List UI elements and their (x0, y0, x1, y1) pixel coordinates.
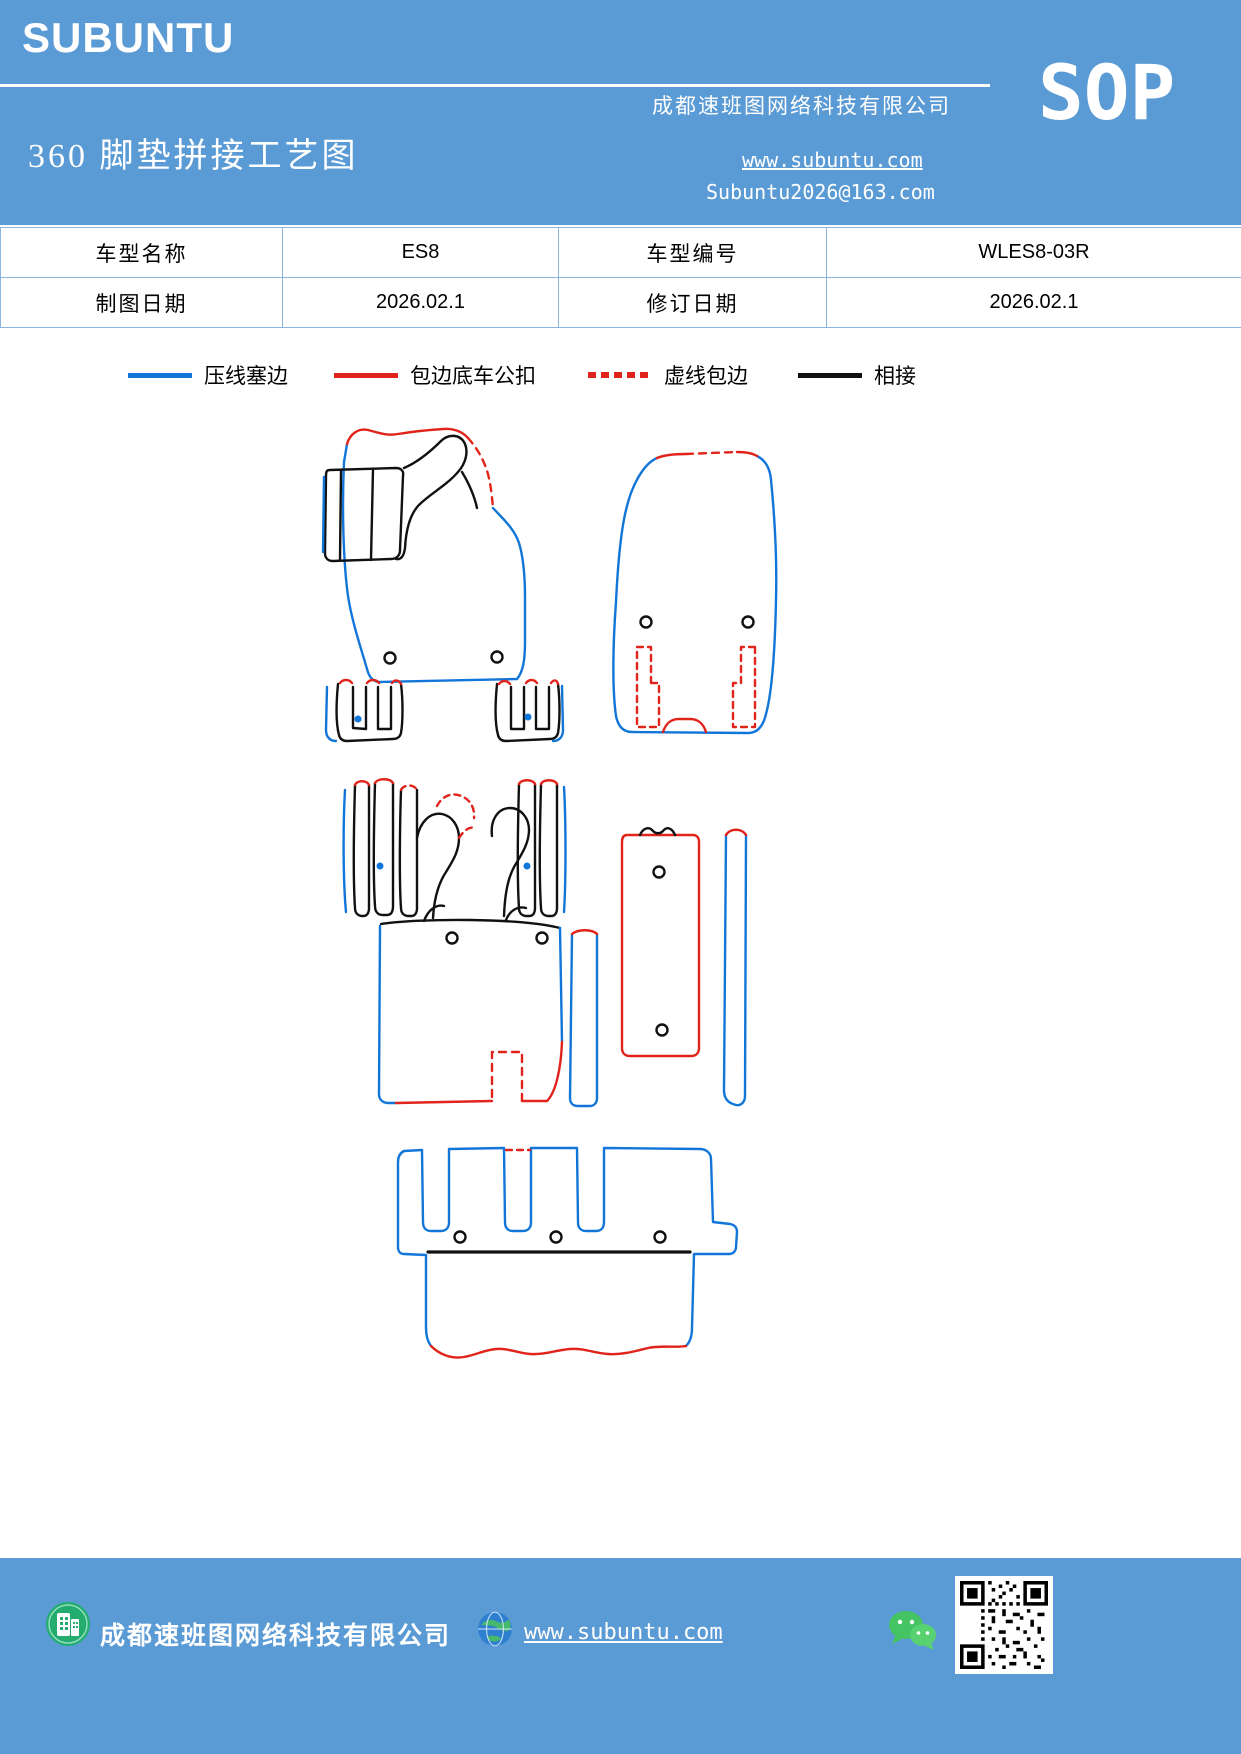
table-row: 车型名称 ES8 车型编号 WLES8-03R (0, 227, 1241, 278)
revision-date-value: 2026.02.1 (826, 277, 1241, 328)
driver-pillar-left (324, 678, 404, 743)
mid-row-strips (342, 778, 567, 920)
vehicle-code-value: WLES8-03R (826, 227, 1241, 278)
page-header: SUBUNTU SOP 360 脚垫拼接工艺图 成都速班图网络科技有限公司 ww… (0, 0, 1241, 225)
wechat-icon (889, 1611, 936, 1650)
footer-company-name: 成都速班图网络科技有限公司 (100, 1623, 452, 1650)
header-company-name: 成都速班图网络科技有限公司 (652, 94, 951, 118)
header-email[interactable]: Subuntu2026@163.com (706, 180, 935, 204)
globe-icon (478, 1611, 512, 1647)
vehicle-info-table: 车型名称 ES8 车型编号 WLES8-03R 制图日期 2026.02.1 修… (0, 227, 1241, 328)
side-narrow-strip (722, 828, 748, 1107)
qr-code (955, 1576, 1053, 1674)
passenger-mat (612, 450, 778, 735)
legend-item-binding-buckle: 包边底车公扣 (334, 360, 536, 390)
vehicle-code-label: 车型编号 (558, 227, 827, 278)
black-line-sample (798, 372, 862, 378)
legend-label: 虚线包边 (664, 364, 748, 388)
mid-narrow-strip (568, 929, 599, 1108)
red-dashed-sample (588, 372, 652, 378)
third-row-mat (396, 1146, 739, 1359)
header-divider (0, 84, 990, 87)
draw-date-label: 制图日期 (0, 277, 283, 328)
vehicle-name-label: 车型名称 (0, 227, 283, 278)
header-website-link[interactable]: www.subuntu.com (742, 148, 923, 172)
legend-label: 包边底车公扣 (410, 364, 536, 388)
legend-item-dashed-binding: 虚线包边 (588, 360, 748, 390)
legend-label: 压线塞边 (204, 364, 288, 388)
console-strip (620, 827, 701, 1058)
page-title: 360 脚垫拼接工艺图 (28, 138, 359, 175)
red-line-sample (334, 372, 398, 378)
brand-logo: SUBUNTU (22, 14, 235, 61)
vehicle-name-value: ES8 (282, 227, 559, 278)
driver-pillar-right (494, 678, 565, 743)
driver-mat (321, 427, 527, 684)
mid-row-mat (377, 904, 564, 1105)
legend-item-press-line: 压线塞边 (128, 360, 288, 390)
sop-label: SOP (1038, 48, 1176, 137)
table-row: 制图日期 2026.02.1 修订日期 2026.02.1 (0, 277, 1241, 328)
draw-date-value: 2026.02.1 (282, 277, 559, 328)
revision-date-label: 修订日期 (558, 277, 827, 328)
page-footer: 成都速班图网络科技有限公司 www.subuntu.com (0, 1558, 1241, 1754)
company-building-icon (46, 1602, 90, 1646)
footer-website-link[interactable]: www.subuntu.com (524, 1620, 723, 1645)
legend-label: 相接 (874, 364, 916, 388)
legend-item-joint: 相接 (798, 360, 916, 390)
blue-line-sample (128, 372, 192, 378)
